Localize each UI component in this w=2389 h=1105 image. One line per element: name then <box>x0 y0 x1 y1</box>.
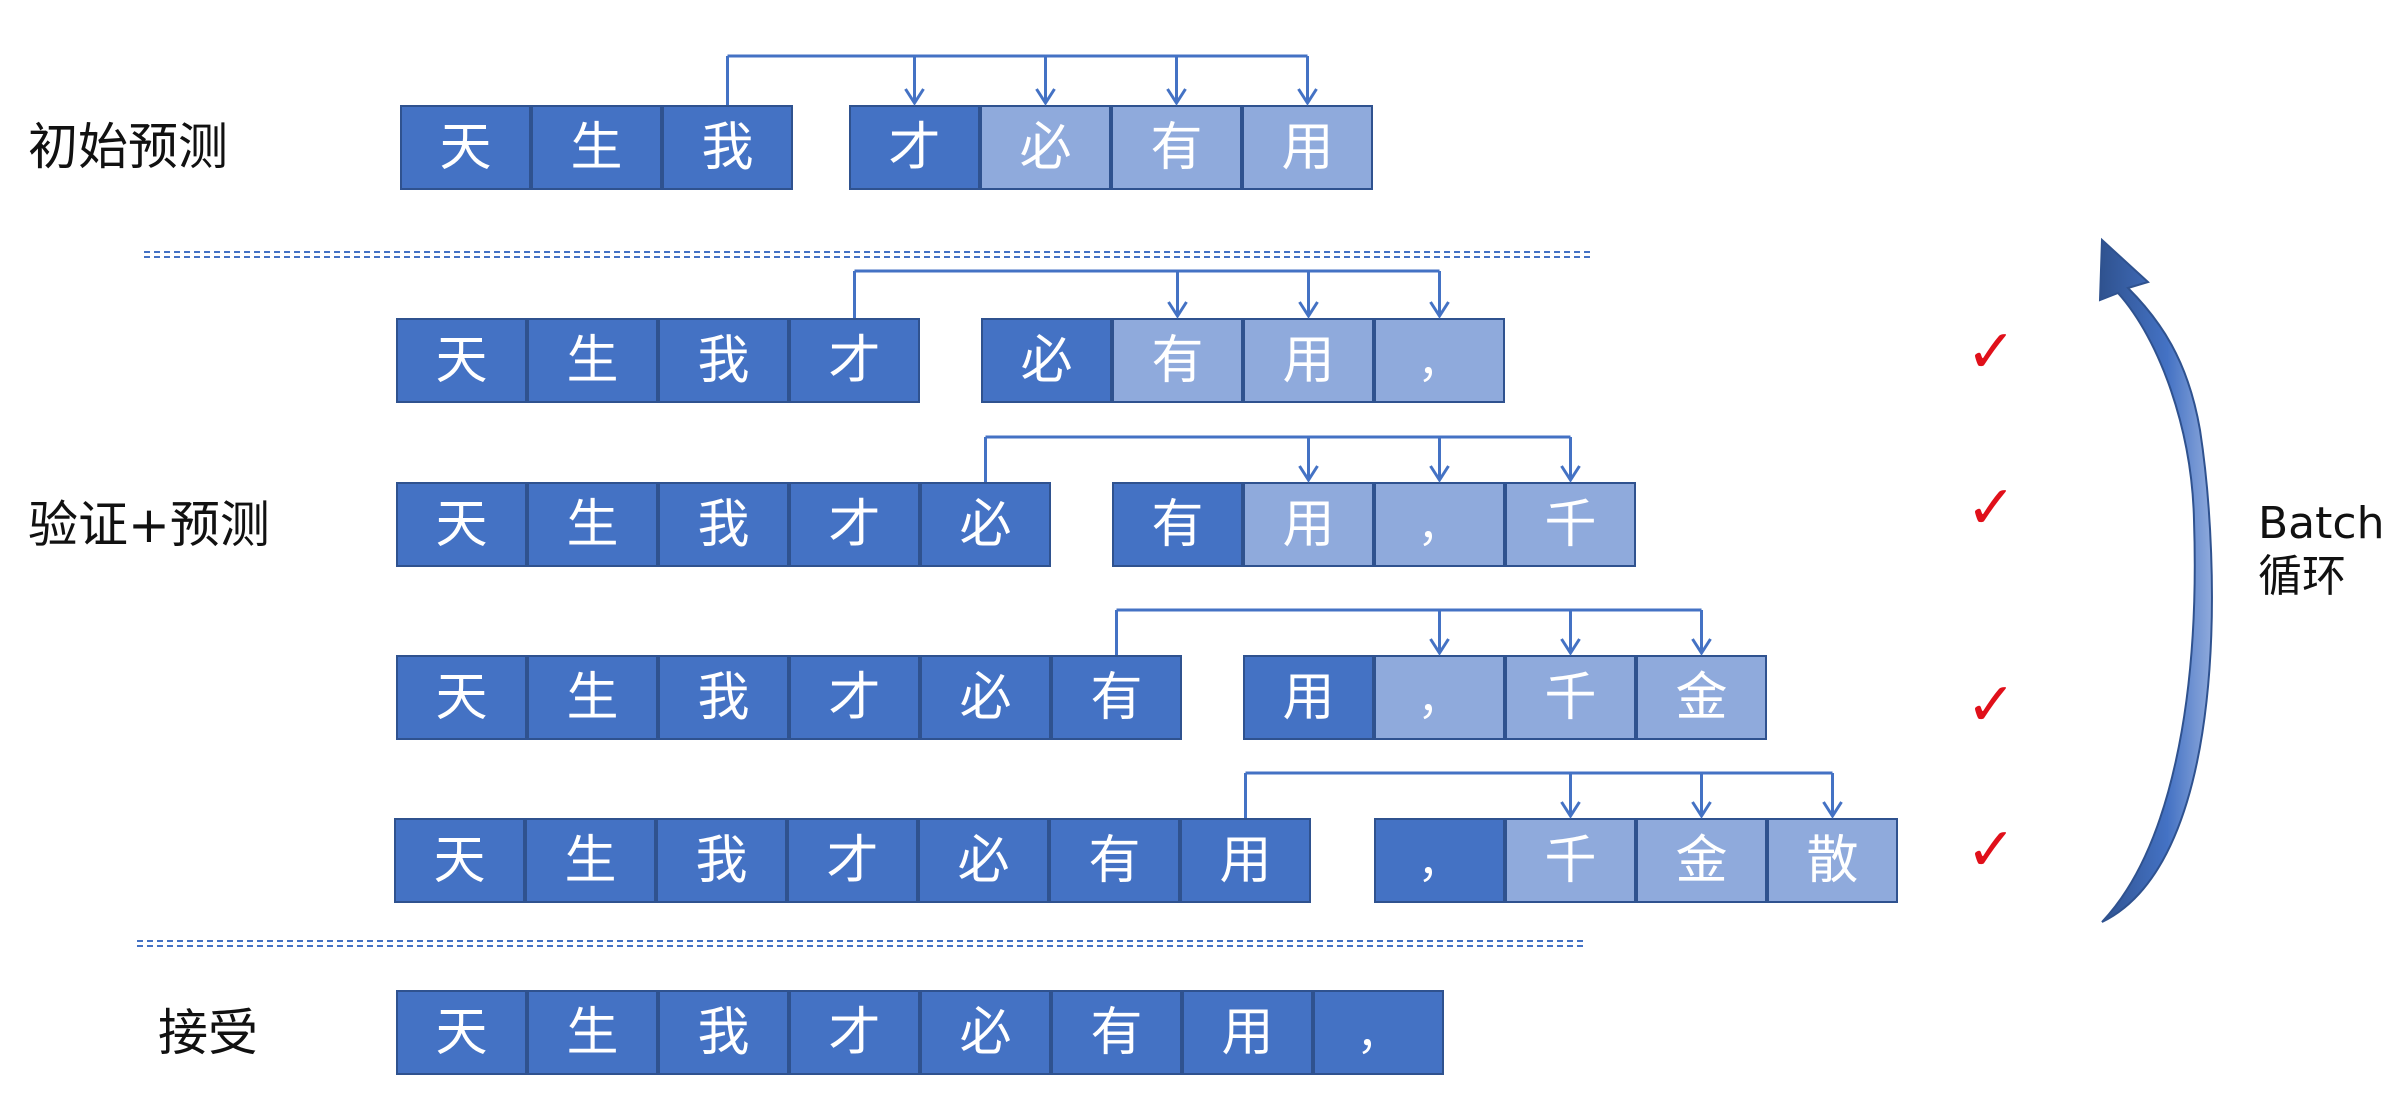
batch-loop-arrow <box>2098 237 2213 923</box>
arrow-head <box>1298 465 1319 483</box>
label-accept: 接受 <box>158 1004 258 1062</box>
arrow-head <box>1560 465 1581 483</box>
context-token: 才 <box>789 318 920 403</box>
context-token: 天 <box>396 318 527 403</box>
accepted-token: ， <box>1313 990 1444 1075</box>
draft-token: ， <box>1374 482 1505 567</box>
context-token: 我 <box>656 818 787 903</box>
context-token: 我 <box>658 482 789 567</box>
accepted-token: 才 <box>789 990 920 1075</box>
context-token: 生 <box>531 105 662 190</box>
label-initial-prediction: 初始预测 <box>28 118 228 176</box>
context-token: 才 <box>789 482 920 567</box>
check-icon: ✓ <box>1966 317 2017 387</box>
context-token: 生 <box>527 482 658 567</box>
draft-token: 散 <box>1767 818 1898 903</box>
context-token: 才 <box>789 655 920 740</box>
context-token: 我 <box>658 655 789 740</box>
context-token: 生 <box>527 318 658 403</box>
check-icon: ✓ <box>1966 473 2017 543</box>
context-token: 必 <box>920 655 1051 740</box>
draft-token: 金 <box>1636 818 1767 903</box>
context-token: 有 <box>1049 818 1180 903</box>
label-batch-line1: Batch <box>2258 498 2385 549</box>
verified-token: 有 <box>1112 482 1243 567</box>
arrow-head <box>1297 88 1318 106</box>
draft-token: 金 <box>1636 655 1767 740</box>
arrow-head <box>1035 88 1056 106</box>
verified-token: 必 <box>981 318 1112 403</box>
arrow-head <box>904 88 925 106</box>
context-token: 用 <box>1180 818 1311 903</box>
context-token: 我 <box>658 318 789 403</box>
accepted-token: 有 <box>1051 990 1182 1075</box>
context-token: 天 <box>396 482 527 567</box>
verified-token: ， <box>1374 818 1505 903</box>
accepted-token: 天 <box>396 990 527 1075</box>
draft-token: 用 <box>1243 318 1374 403</box>
label-verify-predict: 验证+预测 <box>28 496 270 554</box>
arrow-head <box>1298 301 1319 319</box>
context-token: 我 <box>662 105 793 190</box>
arrow-head <box>1822 801 1843 819</box>
label-batch-line2: 循环 <box>2258 550 2346 602</box>
check-icon: ✓ <box>1966 815 2017 885</box>
verified-token: 才 <box>849 105 980 190</box>
context-token: 必 <box>918 818 1049 903</box>
draft-token: 用 <box>1243 482 1374 567</box>
connector-lines <box>726 54 1843 819</box>
draft-token: ， <box>1374 318 1505 403</box>
draft-token: 有 <box>1112 318 1243 403</box>
context-token: 才 <box>787 818 918 903</box>
draft-token: 有 <box>1111 105 1242 190</box>
draft-token: 用 <box>1242 105 1373 190</box>
arrow-head <box>1166 88 1187 106</box>
arrow-head <box>1560 801 1581 819</box>
arrow-head <box>1429 301 1450 319</box>
draft-token: ， <box>1374 655 1505 740</box>
check-icon: ✓ <box>1966 670 2017 740</box>
accepted-token: 我 <box>658 990 789 1075</box>
context-token: 天 <box>394 818 525 903</box>
divider-bottom <box>137 940 1583 947</box>
context-token: 天 <box>396 655 527 740</box>
draft-token: 千 <box>1505 655 1636 740</box>
context-token: 生 <box>527 655 658 740</box>
arrow-head <box>1691 638 1712 656</box>
draft-token: 千 <box>1505 818 1636 903</box>
arrow-head <box>1167 301 1188 319</box>
divider-top <box>144 251 1590 258</box>
arrow-head <box>1691 801 1712 819</box>
context-token: 有 <box>1051 655 1182 740</box>
draft-token: 必 <box>980 105 1111 190</box>
accepted-token: 生 <box>527 990 658 1075</box>
verified-token: 用 <box>1243 655 1374 740</box>
label-batch-loop: Batch 循环 <box>2258 498 2384 604</box>
context-token: 天 <box>400 105 531 190</box>
context-token: 生 <box>525 818 656 903</box>
draft-token: 千 <box>1505 482 1636 567</box>
accepted-token: 必 <box>920 990 1051 1075</box>
arrow-head <box>1560 638 1581 656</box>
arrow-head <box>1429 638 1450 656</box>
context-token: 必 <box>920 482 1051 567</box>
arrow-head <box>1429 465 1450 483</box>
accepted-token: 用 <box>1182 990 1313 1075</box>
